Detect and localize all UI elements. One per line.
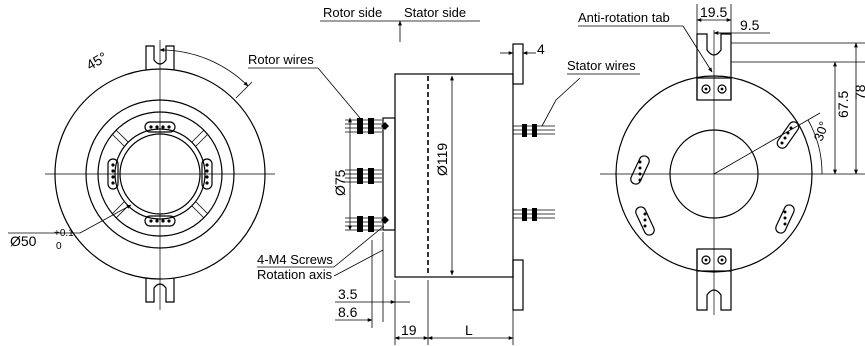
dim-19-label: 19: [401, 322, 417, 338]
stator-wires-label: Stator wires: [567, 58, 636, 73]
stator-flange-bottom: [512, 259, 524, 311]
flange-thickness-label: 4: [537, 41, 545, 57]
dim-8-6-label: 8.6: [338, 304, 358, 320]
angle-45-arc: [159, 48, 249, 87]
dim-3-5-label: 3.5: [338, 286, 358, 302]
rotor-wire-bundles: [345, 118, 389, 232]
dim-9-5-label: 9.5: [740, 17, 760, 33]
dim-78-label: 78: [852, 84, 865, 100]
dia-50-tolerance-plus: +0.1: [54, 228, 74, 239]
dim-67-5-label: 67.5: [835, 91, 851, 118]
dia-75-label: Ø75: [332, 169, 348, 196]
rotor-flange-plate: [382, 117, 396, 231]
dia-50-tolerance-zero: 0: [56, 241, 62, 252]
rotation-axis-label: Rotation axis: [257, 267, 333, 282]
angle-45-label: 45°: [83, 49, 109, 73]
stator-terminal-slots: [630, 121, 800, 236]
dia-50-label: Ø50: [10, 233, 37, 249]
stator-wire-bundles: [513, 77, 581, 221]
side-view: Rotor side Stator side: [248, 5, 640, 345]
dim-19-5-label: 19.5: [700, 4, 727, 20]
rotor-wires-label: Rotor wires: [248, 52, 314, 67]
rotor-end-view: 45° Ø50 +0.1 0: [8, 40, 275, 310]
angle-30-label: 30°: [811, 119, 832, 143]
stator-flange-top: [512, 43, 524, 85]
stator-side-label: Stator side: [404, 5, 466, 20]
rotor-side-label: Rotor side: [323, 5, 382, 20]
stator-end-view: 30° Anti-rotation tab 19.5 9.5 67.5 78: [578, 4, 865, 315]
anti-rotation-tab-label: Anti-rotation tab: [578, 10, 670, 25]
rotor-spokes: [111, 129, 209, 219]
housing-body: [394, 73, 514, 278]
dia-119-label: Ø119: [434, 143, 450, 176]
dim-L-label: L: [465, 322, 473, 338]
screws-label: 4-M4 Screws: [257, 252, 333, 267]
